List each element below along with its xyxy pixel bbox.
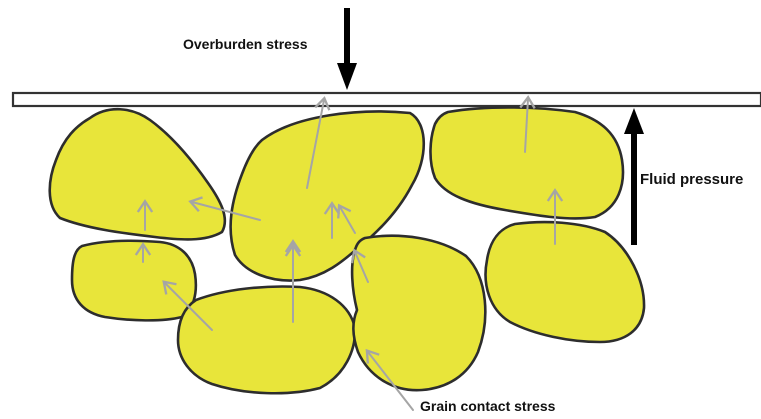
grain-bottom-left: [178, 287, 355, 394]
grain-center-bottom: [352, 236, 485, 390]
grain-contact-stress-label: Grain contact stress: [420, 399, 555, 413]
overburden-plate: [13, 93, 761, 106]
grain-top-left: [50, 109, 225, 239]
fluid-pressure-label: Fluid pressure: [640, 172, 743, 187]
grain-middle-left: [72, 241, 196, 321]
overburden-arrow: [337, 8, 357, 90]
overburden-stress-label: Overburden stress: [183, 37, 308, 51]
grain-bottom-right: [486, 222, 644, 342]
